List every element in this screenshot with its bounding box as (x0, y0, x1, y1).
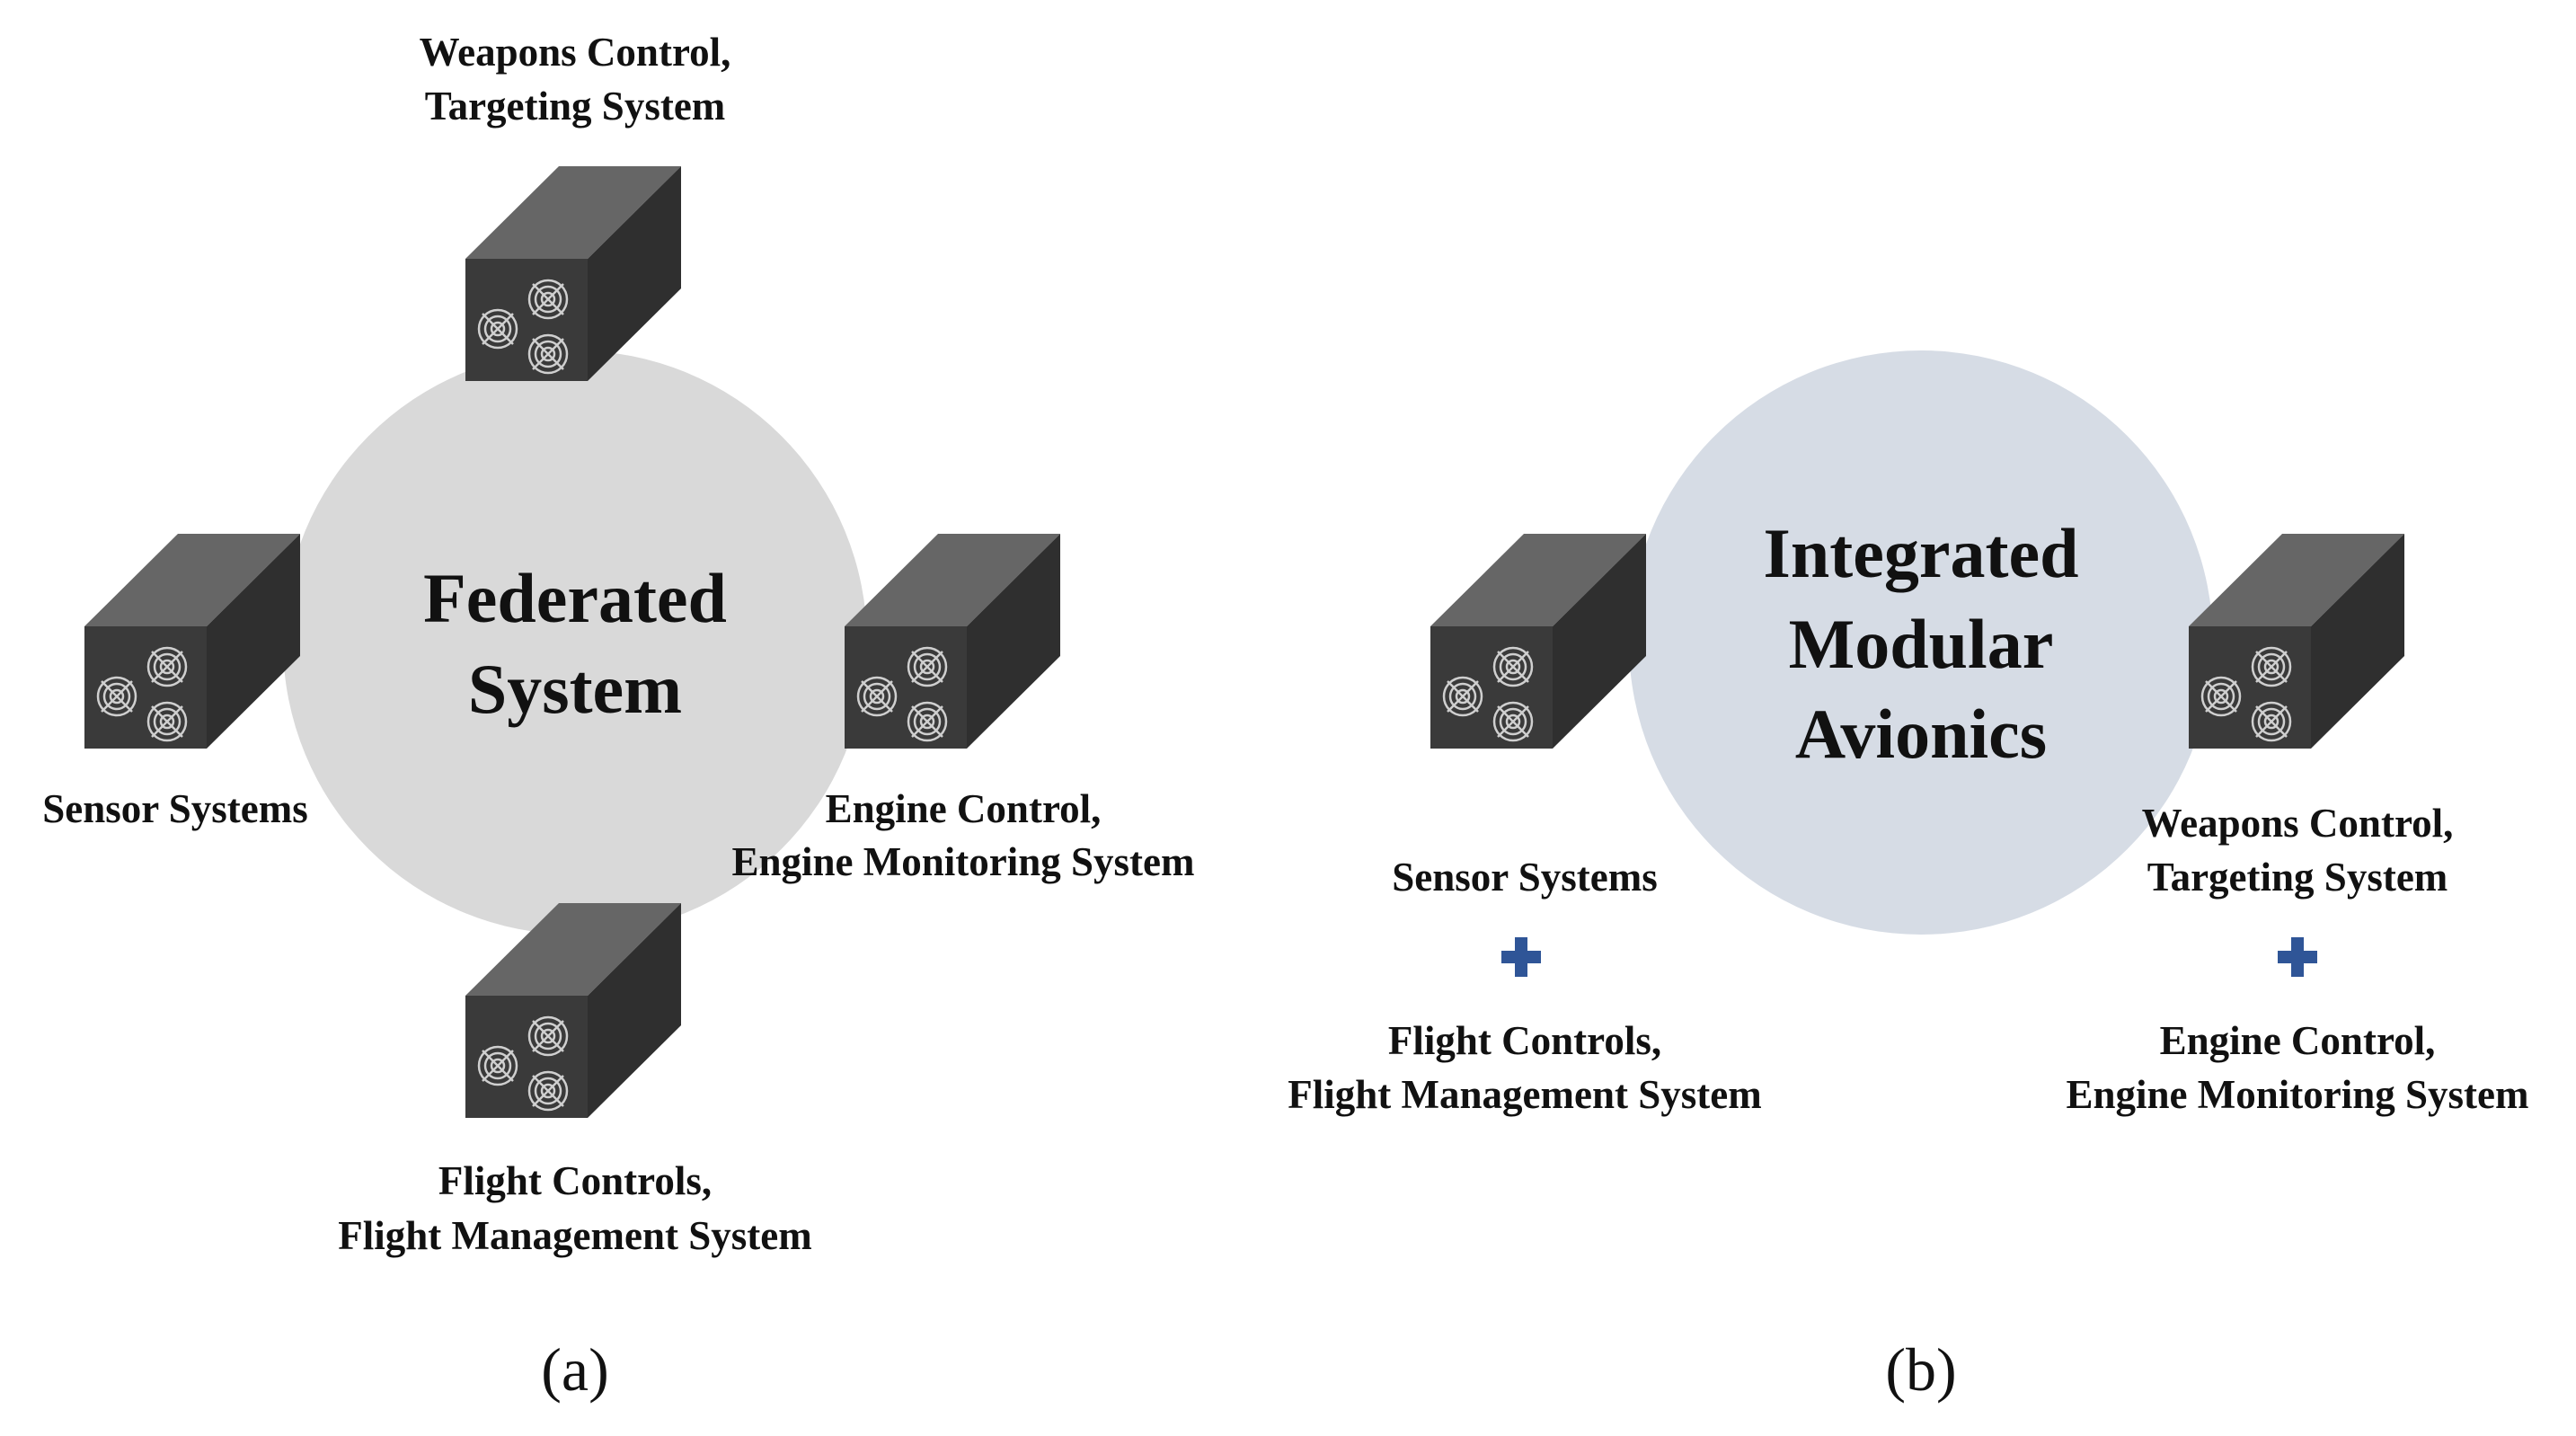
ima-circle (1629, 350, 2213, 935)
plus-icon-right (2278, 937, 2317, 977)
label-engine-control-b-1: Engine Control, (2160, 1018, 2436, 1063)
federated-title-line-2: System (468, 650, 682, 728)
avionics-unit-icon-bottom (464, 901, 683, 1120)
ima-title-line-2: Modular (1789, 605, 2054, 683)
label-flight-controls-a-1: Flight Controls, (438, 1158, 712, 1203)
label-flight-controls-a-2: Flight Management System (338, 1213, 811, 1258)
federated-circle (283, 350, 867, 935)
label-engine-control-b-2: Engine Monitoring System (2066, 1072, 2528, 1117)
caption-a: (a) (541, 1335, 608, 1404)
label-sensor-systems-a: Sensor Systems (42, 786, 307, 831)
label-sensor-systems-b: Sensor Systems (1392, 855, 1657, 900)
label-weapons-control-a-2: Targeting System (425, 84, 726, 129)
label-engine-control-a-2: Engine Monitoring System (731, 839, 1194, 884)
federated-title-line-1: Federated (423, 559, 727, 637)
label-weapons-control-b-2: Targeting System (2147, 855, 2448, 900)
plus-icon-left (1501, 937, 1541, 977)
caption-b: (b) (1885, 1335, 1956, 1404)
label-flight-controls-b-1: Flight Controls, (1388, 1018, 1661, 1063)
avionics-unit-icon-right (843, 532, 1062, 750)
avionics-unit-icon-left (83, 532, 302, 750)
label-engine-control-a-1: Engine Control, (826, 786, 1102, 831)
avionics-unit-icon-ima-right (2187, 532, 2406, 750)
label-flight-controls-b-2: Flight Management System (1288, 1072, 1761, 1117)
label-weapons-control-b-1: Weapons Control, (2142, 801, 2454, 846)
ima-title-line-3: Avionics (1795, 695, 2047, 773)
avionics-unit-icon-top (464, 164, 683, 383)
panel-a: Federated System Weapons Control, Target… (42, 30, 1194, 1404)
ima-title-line-1: Integrated (1764, 514, 2079, 592)
label-weapons-control-a-1: Weapons Control, (420, 30, 731, 75)
avionics-unit-icon-ima-left (1429, 532, 1648, 750)
panel-b: Integrated Modular Avionics Sensor Syste… (1288, 350, 2529, 1404)
